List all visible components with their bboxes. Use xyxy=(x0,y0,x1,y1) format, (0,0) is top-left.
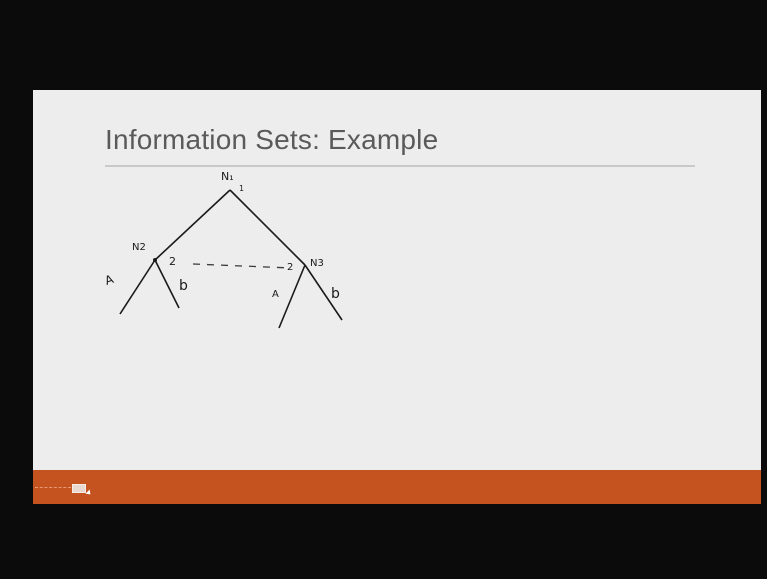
slide-title: Information Sets: Example xyxy=(105,124,439,155)
right-left-action-label: A xyxy=(272,289,279,300)
left-right-action-label: b xyxy=(179,278,188,294)
edge-left-right xyxy=(154,259,180,309)
root-node-label: N₁ xyxy=(221,170,234,183)
right-player-label: 2 xyxy=(287,262,293,273)
left-node-label: N2 xyxy=(132,242,146,253)
root-player-label: 1 xyxy=(239,184,244,193)
information-set-link xyxy=(192,263,292,269)
edge-left-left xyxy=(119,259,156,315)
edge-right-left xyxy=(278,264,306,329)
slideshow-control-icon[interactable] xyxy=(72,484,86,493)
slide-footer-bar xyxy=(33,470,761,504)
footer-dashes xyxy=(35,487,71,489)
game-tree-diagram: N₁ 1 N2 2 N3 2 A b A b xyxy=(103,170,343,329)
right-right-action-label: b xyxy=(331,286,340,302)
edge-root-right xyxy=(229,189,306,266)
node-dot-left xyxy=(153,258,157,262)
slide: Information Sets: Example N₁ 1 N2 2 N3 2… xyxy=(33,90,761,470)
edge-root-left xyxy=(154,189,231,261)
title-divider xyxy=(105,165,695,167)
edge-right-right xyxy=(304,264,343,321)
left-left-action-label: A xyxy=(103,272,116,288)
cursor-icon xyxy=(85,489,93,497)
right-node-label: N3 xyxy=(310,258,324,269)
left-player-label: 2 xyxy=(169,255,176,268)
